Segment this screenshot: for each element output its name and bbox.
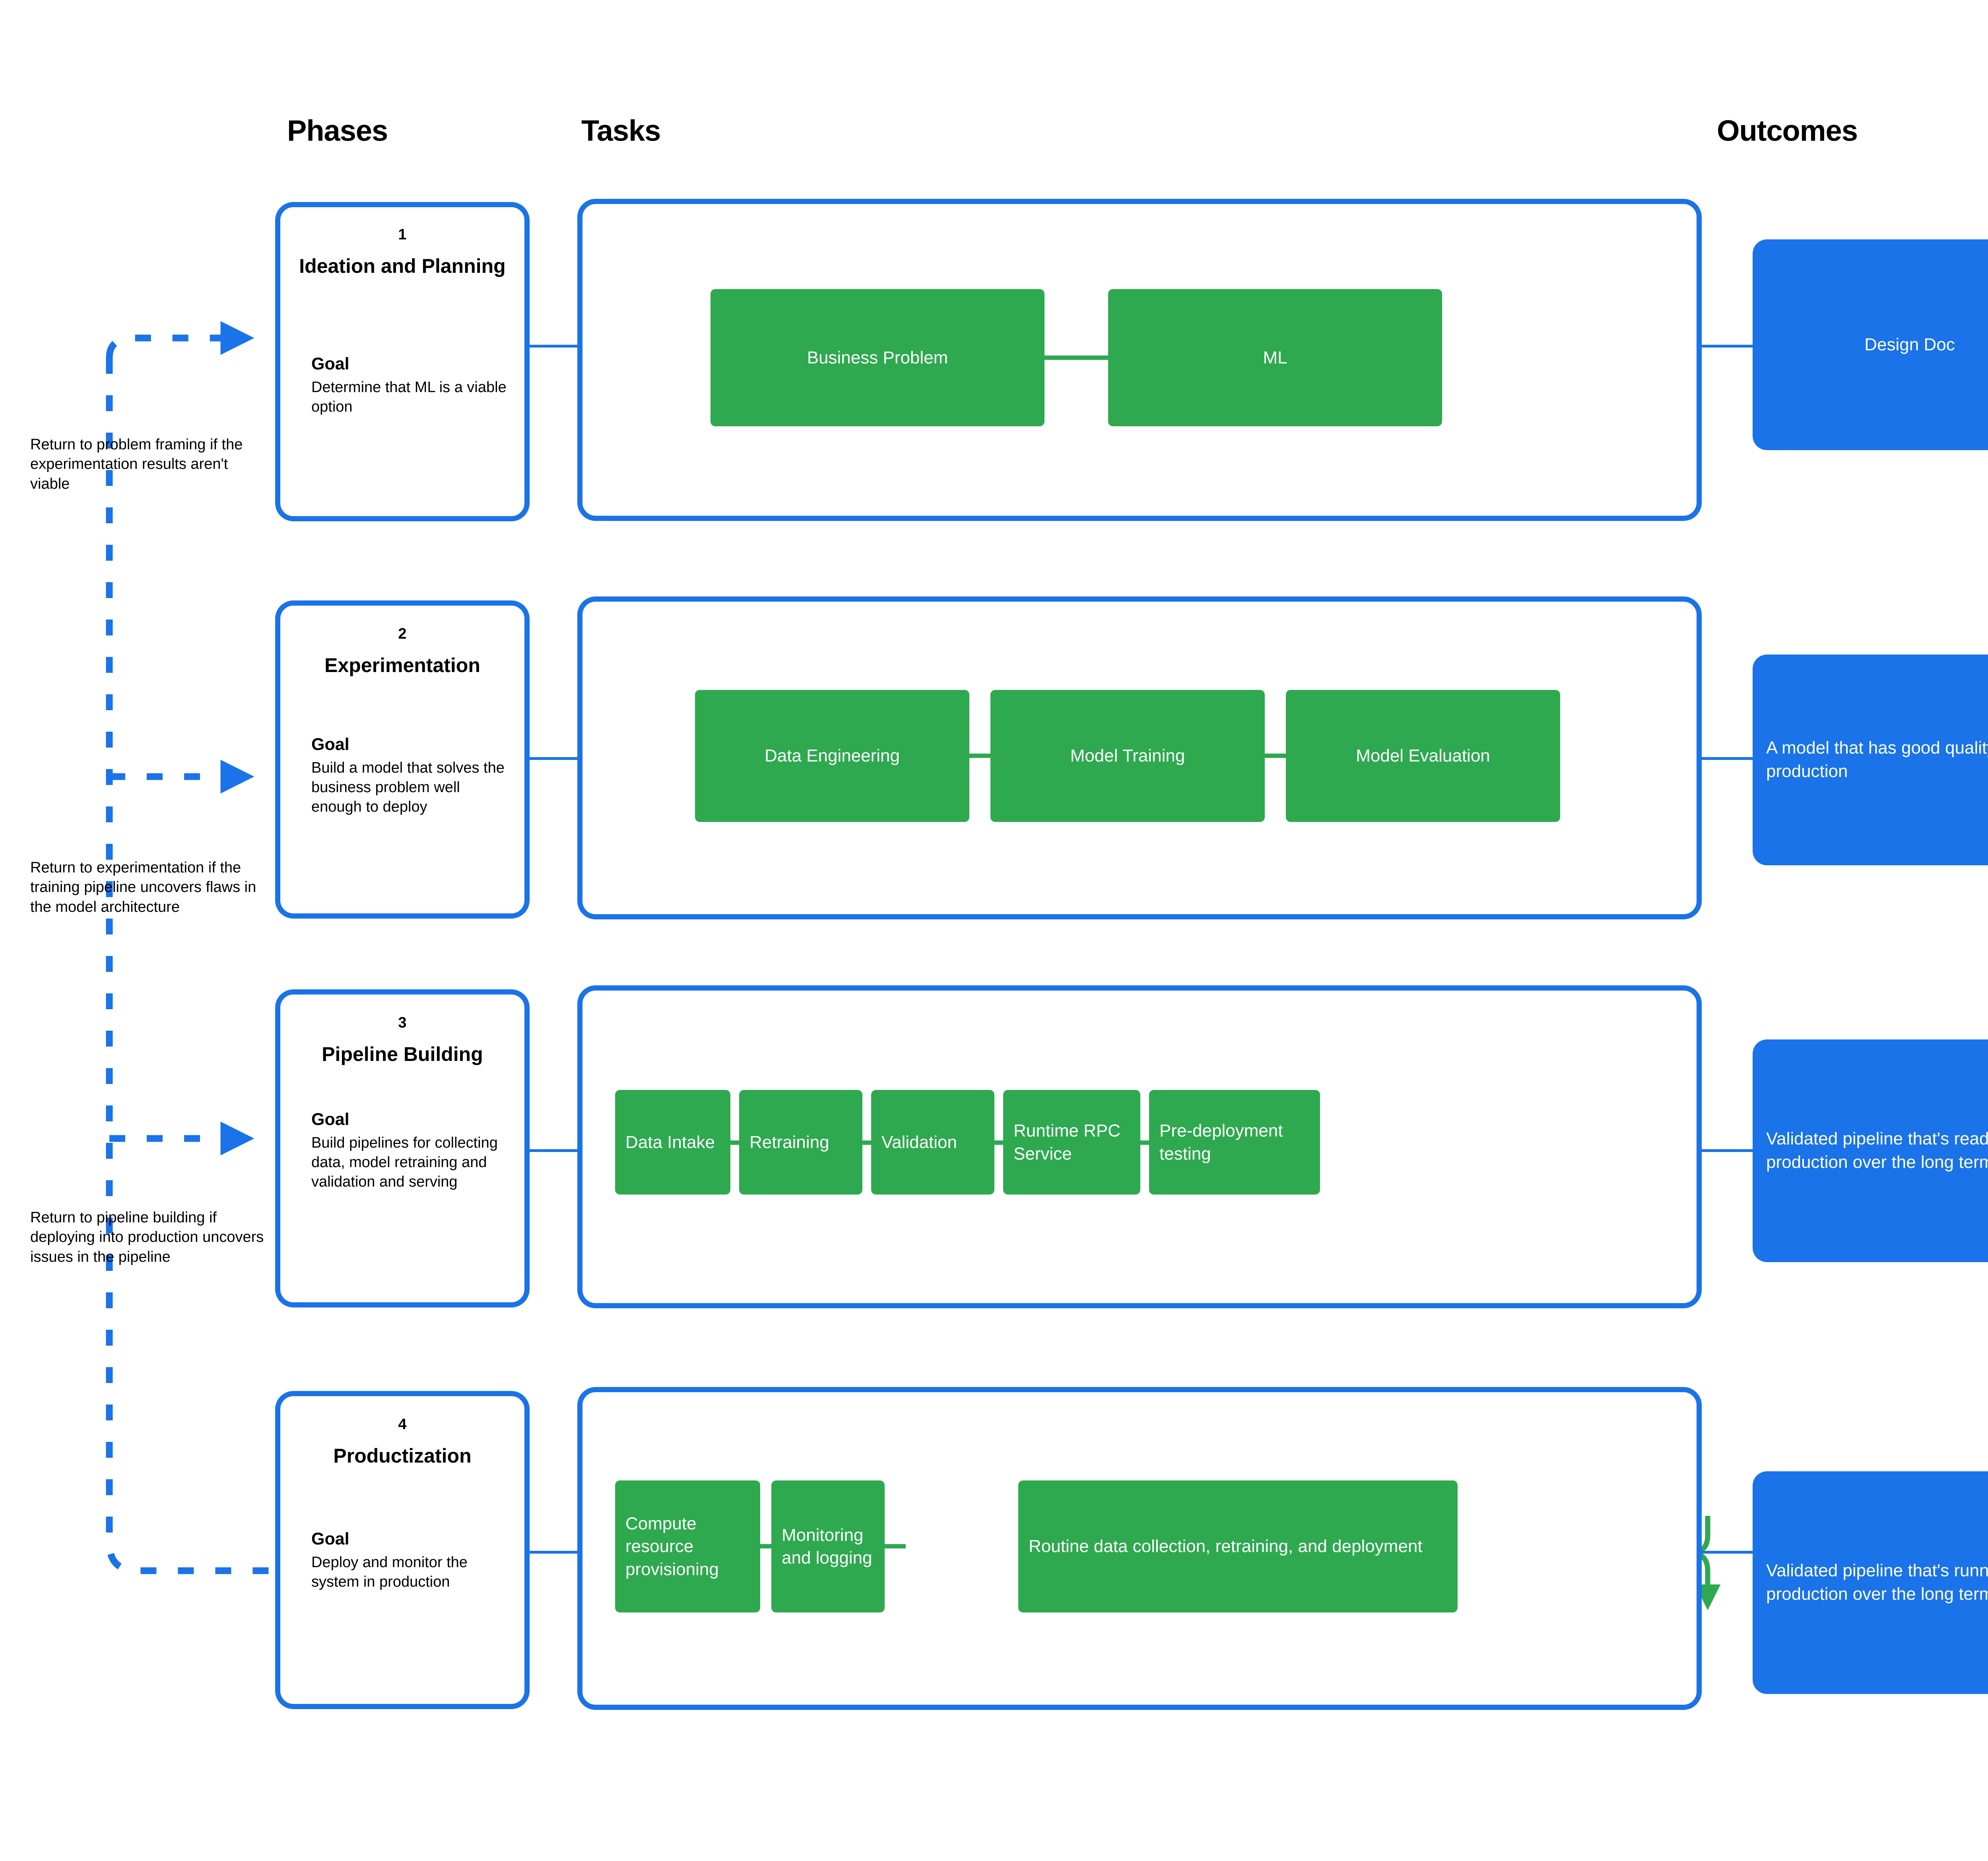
left-feedback-spine — [106, 358, 274, 1574]
goal-label-2: Goal — [311, 735, 349, 754]
column-header-outcomes: Outcomes — [1717, 114, 1858, 147]
tasks-panel-1: Business Problem ML — [577, 199, 1702, 521]
outcome-box-validated-ready[interactable]: Validated pipeline that's ready for prod… — [1753, 1039, 1988, 1262]
task-box-compute-resource-provisioning[interactable]: Compute resource provisioning — [615, 1480, 760, 1612]
task-box-routine-data-collection[interactable]: Routine data collection, retraining, and… — [1018, 1480, 1458, 1612]
phase-title-1: Ideation and Planning — [299, 255, 506, 277]
goal-label-1: Goal — [311, 354, 349, 373]
task-connector-4b — [885, 1544, 906, 1548]
phase-number-4: 4 — [398, 1416, 407, 1433]
annotation-return-to-problem-framing: Return to problem framing if the experim… — [30, 436, 243, 492]
task-box-ml[interactable]: ML — [1108, 289, 1442, 426]
tasks-panel-3: Data Intake Retraining Validation Runtim… — [577, 985, 1702, 1308]
tasks-panel-4: Compute resource provisioning Monitoring… — [577, 1387, 1702, 1710]
task-box-validation[interactable]: Validation — [871, 1090, 994, 1195]
task-box-data-engineering[interactable]: Data Engineering — [695, 690, 969, 822]
link-phase3-tasks — [530, 1149, 577, 1152]
annotation-return-to-experimentation: Return to experimentation if the trainin… — [30, 859, 256, 915]
task-box-model-evaluation[interactable]: Model Evaluation — [1286, 690, 1560, 822]
goal-text-1: Determine that ML is a viable option — [311, 379, 507, 416]
goal-text-2: Build a model that solves the business p… — [311, 760, 505, 816]
phase-number-2: 2 — [398, 626, 407, 642]
phase-title-2: Experimentation — [324, 654, 480, 676]
phase-title-3: Pipeline Building — [322, 1043, 483, 1065]
phase-card-4[interactable]: 4 Productization Goal Deploy and monitor… — [275, 1391, 530, 1709]
annotation-return-to-pipeline-building: Return to pipeline building if deploying… — [30, 1209, 264, 1265]
phase-card-1[interactable]: 1 Ideation and Planning Goal Determine t… — [275, 202, 530, 521]
column-header-tasks: Tasks — [581, 114, 661, 147]
task-box-monitoring-and-logging[interactable]: Monitoring and logging — [771, 1480, 885, 1612]
link-tasks1-outcome — [1702, 345, 1753, 348]
task-connector-2a — [969, 754, 990, 758]
task-connector-4a — [760, 1544, 771, 1548]
phase-title-4: Productization — [333, 1445, 472, 1467]
phase-card-3[interactable]: 3 Pipeline Building Goal Build pipelines… — [275, 989, 530, 1307]
outcome-box-good-model[interactable]: A model that has good quality for produc… — [1753, 655, 1988, 865]
outcome-box-design-doc[interactable]: Design Doc — [1753, 239, 1988, 450]
link-tasks4-outcome — [1702, 1551, 1753, 1554]
column-header-phases: Phases — [287, 114, 388, 147]
task-connector-1 — [1044, 355, 1108, 360]
tasks-panel-2: Data Engineering Model Training Model Ev… — [577, 596, 1702, 919]
task-connector-2b — [1265, 754, 1286, 758]
goal-text-3: Build pipelines for collecting data, mod… — [311, 1134, 498, 1191]
link-phase1-tasks — [530, 345, 577, 348]
feedback-branch-phase1 — [106, 321, 254, 358]
task-box-pre-deployment-testing[interactable]: Pre-deployment testing — [1149, 1090, 1320, 1195]
link-tasks3-outcome — [1702, 1149, 1753, 1152]
goal-text-4: Deploy and monitor the system in product… — [311, 1554, 468, 1591]
task-box-runtime-rpc-service[interactable]: Runtime RPC Service — [1003, 1090, 1140, 1195]
outcome-box-validated-running[interactable]: Validated pipeline that's running in pro… — [1753, 1471, 1988, 1694]
task-box-business-problem[interactable]: Business Problem — [711, 289, 1044, 426]
goal-label-3: Goal — [311, 1110, 349, 1129]
goal-label-4: Goal — [311, 1529, 349, 1548]
phase-number-1: 1 — [398, 226, 407, 243]
task-connector-3a — [730, 1140, 739, 1145]
link-phase4-tasks — [530, 1551, 577, 1554]
task-box-model-training[interactable]: Model Training — [990, 690, 1265, 822]
task-connector-3c — [994, 1140, 1003, 1145]
link-tasks2-outcome — [1702, 757, 1753, 760]
link-phase2-tasks — [530, 757, 577, 760]
phase-card-2[interactable]: 2 Experimentation Goal Build a model tha… — [275, 600, 530, 919]
task-connector-3b — [862, 1140, 871, 1145]
task-box-data-intake[interactable]: Data Intake — [615, 1090, 730, 1195]
task-connector-3d — [1140, 1140, 1149, 1145]
task-box-retraining[interactable]: Retraining — [739, 1090, 862, 1195]
phase-number-3: 3 — [398, 1014, 407, 1031]
